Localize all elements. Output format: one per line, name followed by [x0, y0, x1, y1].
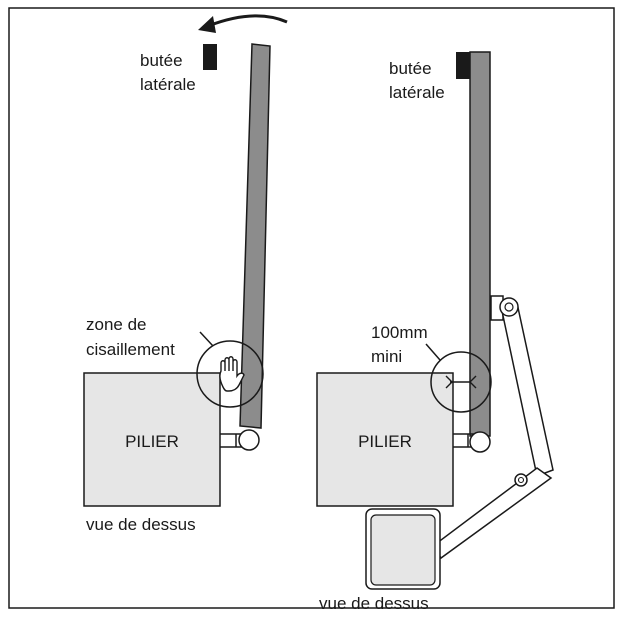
- pillar: [83, 372, 221, 507]
- hinge-pivot: [469, 431, 491, 453]
- gap-arrow-right: [469, 375, 477, 389]
- shear-zone-circle: [196, 340, 264, 408]
- top-view-label: vue de dessus: [86, 515, 196, 534]
- shear-zone-leader: [199, 331, 214, 347]
- gate-leaf: [239, 43, 271, 429]
- arm-lower-segment: [431, 467, 553, 560]
- gap-measure-leader: [425, 343, 441, 361]
- lateral-stop-block: [456, 52, 470, 79]
- lateral-stop-label-line1: butée: [140, 51, 183, 70]
- hand-icon: [219, 356, 245, 392]
- gap-label-line2: mini: [371, 347, 402, 366]
- lateral-stop-label-line2: latérale: [389, 83, 445, 102]
- top-view-label: vue de dessus: [319, 594, 429, 613]
- shear-zone-label-line1: zone de: [86, 315, 147, 334]
- pillar-label: PILIER: [358, 432, 412, 451]
- gap-label-line1: 100mm: [371, 323, 428, 342]
- shear-zone-label-line2: cisaillement: [86, 340, 175, 359]
- motor-box-inner: [370, 514, 436, 586]
- curved-arrow-left-icon: [207, 14, 288, 28]
- lateral-stop-label-line2: latérale: [140, 75, 196, 94]
- arrow-head: [198, 16, 216, 33]
- arm-elbow-pin: [517, 476, 525, 484]
- pillar-label: PILIER: [125, 432, 179, 451]
- diagram-frame: [8, 7, 615, 609]
- left-scene: butée latérale PILIER zone de cisailleme…: [83, 14, 288, 534]
- arm-pivot-top-pin: [504, 302, 514, 312]
- gap-arrow-left: [445, 375, 453, 389]
- pillar: [316, 372, 454, 507]
- lateral-stop-block: [203, 44, 217, 70]
- right-scene: butée latérale PILIER 100mm mi: [316, 51, 554, 613]
- arm-upper-segment: [501, 301, 554, 478]
- lateral-stop-label-line1: butée: [389, 59, 432, 78]
- gap-measure-circle: [430, 351, 492, 413]
- hinge-pivot: [238, 429, 260, 451]
